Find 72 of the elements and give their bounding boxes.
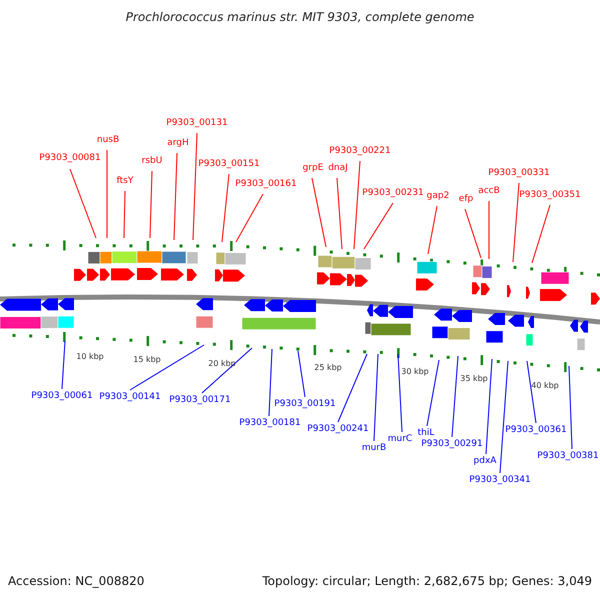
gene-label: ftsY — [116, 176, 134, 187]
gene-label: P9303_00221 — [329, 146, 391, 157]
leader-line — [426, 360, 440, 426]
gene-label: P9303_00151 — [198, 159, 260, 170]
gene-label: accB — [478, 186, 500, 197]
leader-line — [336, 178, 342, 250]
leader-line — [268, 348, 272, 416]
gene-label: P9303_00341 — [469, 475, 531, 486]
scale-label: 35 kbp — [460, 374, 488, 383]
gene-label: thiL — [418, 428, 434, 439]
gene-label: P9303_00231 — [362, 188, 424, 199]
leader-line — [568, 366, 572, 450]
scale-label: 10 kbp — [76, 352, 104, 361]
gene-label: murC — [388, 434, 412, 445]
leader-line — [486, 358, 492, 454]
gene-label: rsbU — [142, 156, 162, 167]
leader-line — [62, 340, 66, 390]
leader-line — [526, 360, 536, 424]
gene-label: P9303_00171 — [169, 395, 231, 406]
gene-label: P9303_00081 — [39, 153, 101, 164]
title: Prochlorococcus marinus str. MIT 9303, complete genome — [126, 10, 474, 24]
leader-line — [202, 348, 252, 394]
leader-line — [464, 208, 482, 258]
gene-label: dnaJ — [328, 163, 348, 174]
gene-label: P9303_00361 — [505, 425, 567, 436]
gene-label: P9303_00351 — [519, 190, 581, 201]
leader-line — [222, 174, 230, 242]
leader-line — [236, 194, 264, 242]
gene-label: P9303_00291 — [421, 439, 483, 450]
gene-label: nusB — [96, 135, 120, 146]
leader-line — [532, 204, 550, 264]
leader-line — [488, 200, 490, 260]
leader-line — [452, 356, 458, 438]
leader-line — [192, 132, 198, 240]
leader-line — [428, 206, 438, 254]
leader-line — [338, 354, 368, 422]
leader-line — [298, 350, 306, 398]
gene-label: pdxA — [474, 456, 496, 467]
leader-line — [70, 168, 96, 238]
scale-label: 40 kbp — [531, 381, 559, 390]
gene-label: argH — [167, 138, 189, 149]
gene-label: gap2 — [426, 191, 450, 202]
leader-line — [106, 150, 108, 238]
gene-label: efp — [458, 194, 474, 205]
gene-label: P9303_00141 — [99, 392, 161, 403]
gene-label: grpE — [302, 163, 324, 174]
gene-label: P9303_00191 — [274, 399, 336, 410]
leader-line — [150, 170, 152, 238]
genome-summary: Topology: circular; Length: 2,682,675 bp; Genes: 3,049 — [262, 574, 592, 588]
leader-line — [312, 178, 326, 248]
leader-line — [374, 354, 378, 442]
scale-label: 30 kbp — [401, 367, 429, 376]
gene-label: murB — [362, 443, 386, 454]
gene-label: P9303_00131 — [166, 118, 228, 129]
leader-line — [500, 360, 508, 474]
leader-line — [174, 152, 178, 240]
leader-line — [512, 182, 520, 262]
leader-line — [354, 160, 360, 250]
gene-label: P9303_00381 — [537, 451, 599, 462]
scale-label: 15 kbp — [133, 355, 161, 364]
gene-label: P9303_00241 — [307, 424, 369, 435]
scale-label: 25 kbp — [314, 363, 342, 372]
accession-note: Accession: NC_008820 — [8, 574, 144, 588]
leader-line — [364, 202, 394, 250]
scale-label: 20 kbp — [208, 359, 236, 368]
gene-label: P9303_00161 — [235, 179, 297, 190]
gene-label: P9303_00181 — [239, 418, 301, 429]
leader-line — [398, 354, 402, 432]
gene-label: P9303_00061 — [31, 391, 93, 402]
leader-line — [130, 344, 204, 390]
gene-label: P9303_00331 — [488, 168, 550, 179]
leader-line — [124, 190, 126, 238]
